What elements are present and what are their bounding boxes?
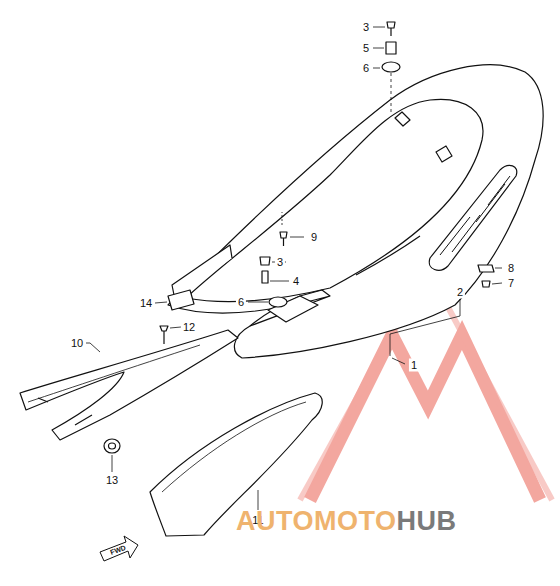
callout-number: 10	[69, 337, 85, 350]
forward-arrow	[100, 536, 138, 561]
callout-number: 9	[309, 231, 319, 244]
cushion	[382, 62, 400, 72]
seat-tail-cowl	[168, 65, 543, 358]
cowl-inner-opening	[186, 99, 483, 301]
frame-cover-left	[20, 330, 238, 440]
callout-number: 1	[409, 359, 419, 372]
collar	[262, 271, 268, 283]
grommet	[104, 439, 120, 453]
cowl-mount-pad	[268, 296, 318, 322]
screw	[260, 257, 270, 265]
cowl-front-edge	[172, 245, 232, 300]
leader-line	[391, 73, 392, 112]
cushion-pad	[168, 290, 194, 310]
watermark-text: AUTOMOTO	[236, 508, 397, 535]
screw	[387, 22, 395, 36]
callout-number: 5	[361, 42, 371, 55]
decal-lettering	[440, 176, 510, 255]
cowl-mount-tab	[250, 290, 330, 326]
screw	[160, 326, 168, 344]
callout-number: 6	[236, 296, 246, 309]
cushion	[269, 297, 287, 307]
grommet-hole	[109, 443, 116, 449]
cover-tab	[38, 398, 92, 425]
callout-number: 2	[455, 286, 465, 299]
cover-edge	[28, 345, 200, 402]
callout-number: 14	[138, 297, 154, 310]
decal	[429, 165, 516, 270]
callout-number: 6	[361, 62, 371, 75]
cover-edge	[162, 402, 306, 492]
callout-number: 7	[506, 277, 516, 290]
leader-lines	[86, 27, 502, 510]
cowl-mount-hole	[436, 146, 452, 162]
watermark-text: HUB	[397, 508, 457, 535]
callout-number: 3	[361, 21, 371, 34]
collar	[386, 42, 396, 54]
clip-nut	[478, 265, 494, 272]
cowl-mount-hole	[395, 112, 410, 126]
callout-number: 12	[181, 321, 197, 334]
callout-number: 3	[275, 256, 285, 269]
screw	[280, 232, 287, 246]
cowl-crease	[356, 236, 420, 275]
screw	[482, 281, 490, 287]
callout-number: 4	[291, 275, 301, 288]
callout-number: 13	[104, 474, 120, 487]
callout-number: 8	[506, 262, 516, 275]
